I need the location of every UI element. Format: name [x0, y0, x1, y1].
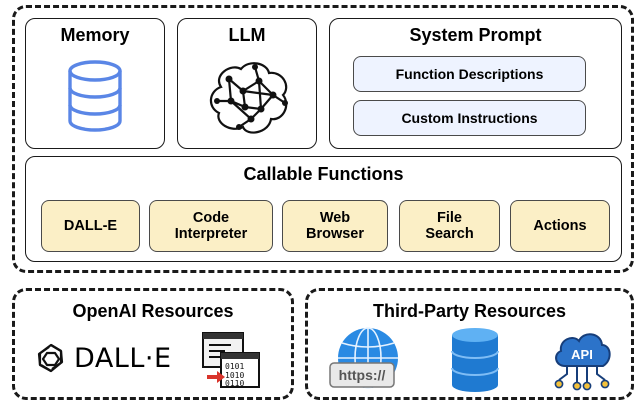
- function-code-interpreter: Code Interpreter: [149, 200, 273, 252]
- function-dalle-label: DALL-E: [63, 218, 118, 234]
- third-party-resources-title: Third-Party Resources: [372, 301, 567, 321]
- system-prompt-title: System Prompt: [409, 25, 542, 45]
- function-actions: Actions: [510, 200, 610, 252]
- agent-container: [12, 5, 634, 273]
- openai-logo-icon: [35, 342, 67, 374]
- memory-box: Memory: [25, 18, 165, 149]
- svg-text:1010: 1010: [225, 371, 244, 380]
- openai-resources-container: OpenAI Resources DALL·E: [12, 288, 294, 400]
- function-file-search: File Search: [399, 200, 500, 252]
- code-terminal-icon: 0101 1010 0110: [201, 331, 261, 389]
- function-descriptions-item: Function Descriptions: [353, 56, 586, 92]
- function-code-interpreter-line1: Code: [192, 210, 230, 226]
- custom-instructions-item: Custom Instructions: [353, 100, 586, 136]
- database-cylinder-icon: [450, 327, 500, 393]
- function-dalle: DALL-E: [41, 200, 140, 252]
- api-cloud-icon: API: [551, 324, 613, 394]
- https-label: https://: [339, 367, 386, 383]
- function-actions-label: Actions: [533, 218, 587, 234]
- llm-box: LLM: [177, 18, 317, 149]
- callable-functions-title: Callable Functions: [243, 164, 404, 184]
- llm-title: LLM: [228, 25, 266, 45]
- function-file-search-line2: Search: [425, 226, 474, 242]
- memory-title: Memory: [60, 25, 130, 45]
- dalle-logo-text: DALL·E: [74, 343, 172, 374]
- function-file-search-line1: File: [437, 210, 462, 226]
- database-icon: [65, 59, 125, 135]
- svg-text:0110: 0110: [225, 379, 244, 388]
- openai-resources-title: OpenAI Resources: [72, 301, 234, 321]
- system-prompt-box: System Prompt Function Descriptions Cust…: [329, 18, 622, 149]
- function-code-interpreter-line2: Interpreter: [174, 226, 248, 242]
- function-web-browser: Web Browser: [282, 200, 388, 252]
- web-globe-icon: https://: [328, 327, 404, 393]
- function-web-browser-line2: Browser: [305, 226, 365, 242]
- neural-network-icon: [203, 57, 295, 141]
- third-party-resources-container: Third-Party Resources https:// API: [305, 288, 634, 400]
- svg-text:0101: 0101: [225, 362, 244, 371]
- api-label: API: [571, 347, 593, 362]
- callable-functions-box: Callable Functions DALL-E Code Interpret…: [25, 156, 622, 262]
- function-web-browser-line1: Web: [319, 210, 351, 226]
